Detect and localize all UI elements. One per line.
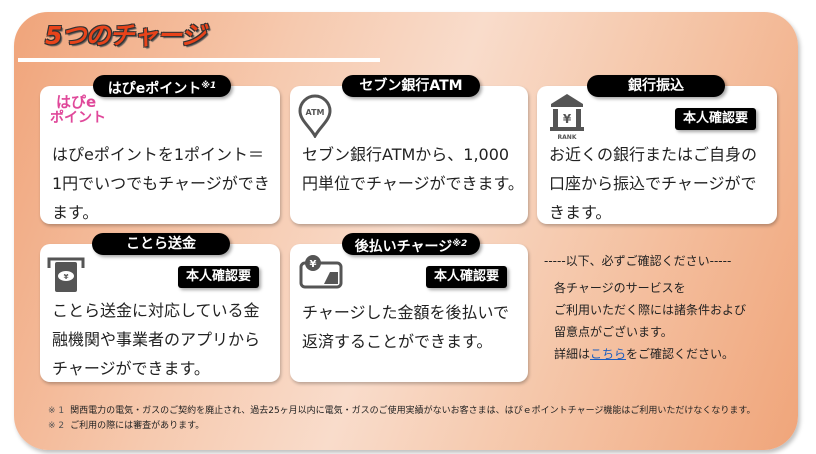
- card-label-seven-bank-atm: セブン銀行ATM: [342, 75, 480, 97]
- card-description: はぴeポイントを1ポイント＝ 1円でいつでもチャージができ ます。: [52, 145, 270, 222]
- svg-text:¥: ¥: [310, 259, 317, 270]
- notice-detail-line: 詳細はこちらをご確認ください。: [554, 347, 735, 361]
- details-link[interactable]: こちら: [590, 347, 627, 361]
- bank-icon: ¥ RANK: [547, 92, 587, 141]
- card-description: お近くの銀行またはご自身の 口座から振込でチャージがで きます。: [549, 145, 758, 222]
- card-seven-bank-atm: セブン銀行ATM ATM セブン銀行ATMから、1,000 円単位でチャージがで…: [290, 75, 528, 224]
- money-transfer-icon: ¥: [46, 256, 86, 294]
- footnote-ref-2: ※2: [452, 239, 468, 249]
- card-kotora-transfer: ことら送金 ¥ 本人確認要 ことら送金に対応している金 融機関や事業者のアプリか…: [40, 233, 280, 382]
- page-title: 5つのチャージ: [45, 21, 206, 50]
- deferred-payment-card-icon: ¥: [298, 254, 344, 290]
- identity-verification-required-badge: 本人確認要: [178, 266, 260, 288]
- footnote-ref-1: ※1: [201, 81, 217, 91]
- card-bank-transfer: 銀行振込 ¥ RANK 本人確認要 お近くの銀行またはご自身の 口座から振込でチ…: [537, 75, 777, 224]
- svg-text:ATM: ATM: [306, 108, 325, 117]
- card-label-bank-transfer: 銀行振込: [587, 75, 725, 97]
- card-deferred-payment: 後払いチャージ※2 ¥ 本人確認要 チャージした金額を後払いで 返済することがで…: [290, 233, 528, 382]
- title-divider: [18, 58, 380, 62]
- atm-map-pin-icon: ATM: [298, 94, 332, 140]
- svg-text:RANK: RANK: [558, 134, 577, 140]
- svg-text:¥: ¥: [64, 273, 69, 281]
- card-description: チャージした金額を後払いで 返済することができます。: [302, 303, 510, 351]
- identity-verification-required-badge: 本人確認要: [675, 108, 757, 130]
- card-description: セブン銀行ATMから、1,000 円単位でチャージができます。: [302, 145, 524, 193]
- card-label-hapie-point: はぴeポイント※1: [93, 75, 231, 97]
- card-label-kotora-transfer: ことら送金: [92, 233, 230, 255]
- svg-text:¥: ¥: [563, 112, 572, 126]
- card-label-deferred-payment: 後払いチャージ※2: [342, 233, 480, 255]
- hapie-point-logo-icon: はぴe ポイント: [50, 93, 106, 126]
- notice-heading: -----以下、必ずご確認ください-----: [544, 254, 732, 268]
- notice-section: -----以下、必ずご確認ください----- 各チャージのサービスを ご利用いた…: [544, 252, 784, 365]
- identity-verification-required-badge: 本人確認要: [426, 266, 508, 288]
- card-hapie-point: はぴeポイント※1 はぴe ポイント はぴeポイントを1ポイント＝ 1円でいつで…: [40, 75, 280, 224]
- card-description: ことら送金に対応している金 融機関や事業者のアプリから チャージができます。: [52, 301, 261, 378]
